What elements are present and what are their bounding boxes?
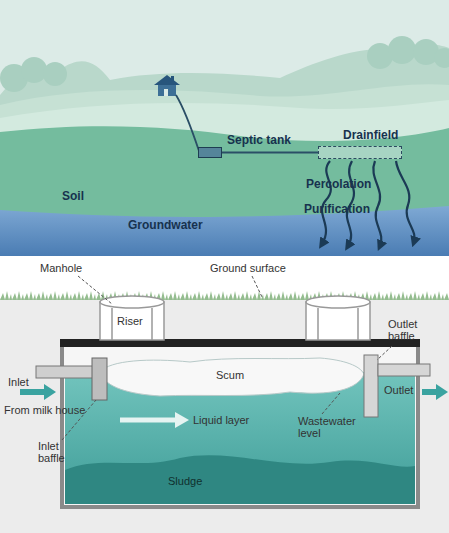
node-label: Drainfield — [343, 128, 398, 142]
house — [154, 75, 180, 96]
part-label: Inlet baffle — [38, 440, 78, 464]
groundwater-band — [0, 206, 449, 256]
leader-lines — [62, 276, 392, 440]
soil-band — [0, 126, 449, 256]
node-label: Septic tank — [227, 133, 291, 147]
grass — [0, 290, 449, 300]
inlet-pipe — [36, 366, 96, 378]
house-pipe — [176, 95, 199, 151]
outlet-baffle — [364, 355, 378, 417]
scum-layer — [100, 358, 364, 396]
septic-tank: Septic tank — [198, 147, 222, 158]
trees — [0, 36, 449, 92]
part-label: Ground surface — [210, 262, 286, 274]
ground — [0, 298, 449, 533]
flow-label: Inlet — [8, 376, 29, 388]
layer-label: Liquid layer — [193, 414, 249, 426]
tank-shell — [62, 342, 418, 507]
layer-label: Soil — [62, 190, 84, 203]
part-label: Manhole — [40, 262, 82, 274]
sky — [0, 0, 449, 256]
flow-label: From milk house — [4, 404, 85, 416]
pipe-connector — [222, 152, 318, 154]
process-label: Purification — [304, 203, 370, 216]
layer-label: Groundwater — [128, 219, 203, 232]
drainfield: Drainfield — [318, 146, 402, 159]
flow-label: Outlet — [384, 384, 413, 396]
risers — [100, 296, 370, 340]
layer-label: Sludge — [168, 475, 202, 487]
sludge-layer — [65, 455, 415, 504]
part-label: Outlet baffle — [388, 318, 432, 342]
process-label: Percolation — [306, 178, 371, 191]
outlet-arrow — [422, 384, 448, 400]
part-label: Wastewater level — [298, 415, 358, 439]
layer-label: Scum — [216, 369, 244, 381]
flow-arrow — [120, 412, 189, 428]
part-label: Riser — [117, 315, 143, 327]
inlet-baffle — [92, 358, 107, 400]
outlet-pipe — [378, 364, 430, 376]
